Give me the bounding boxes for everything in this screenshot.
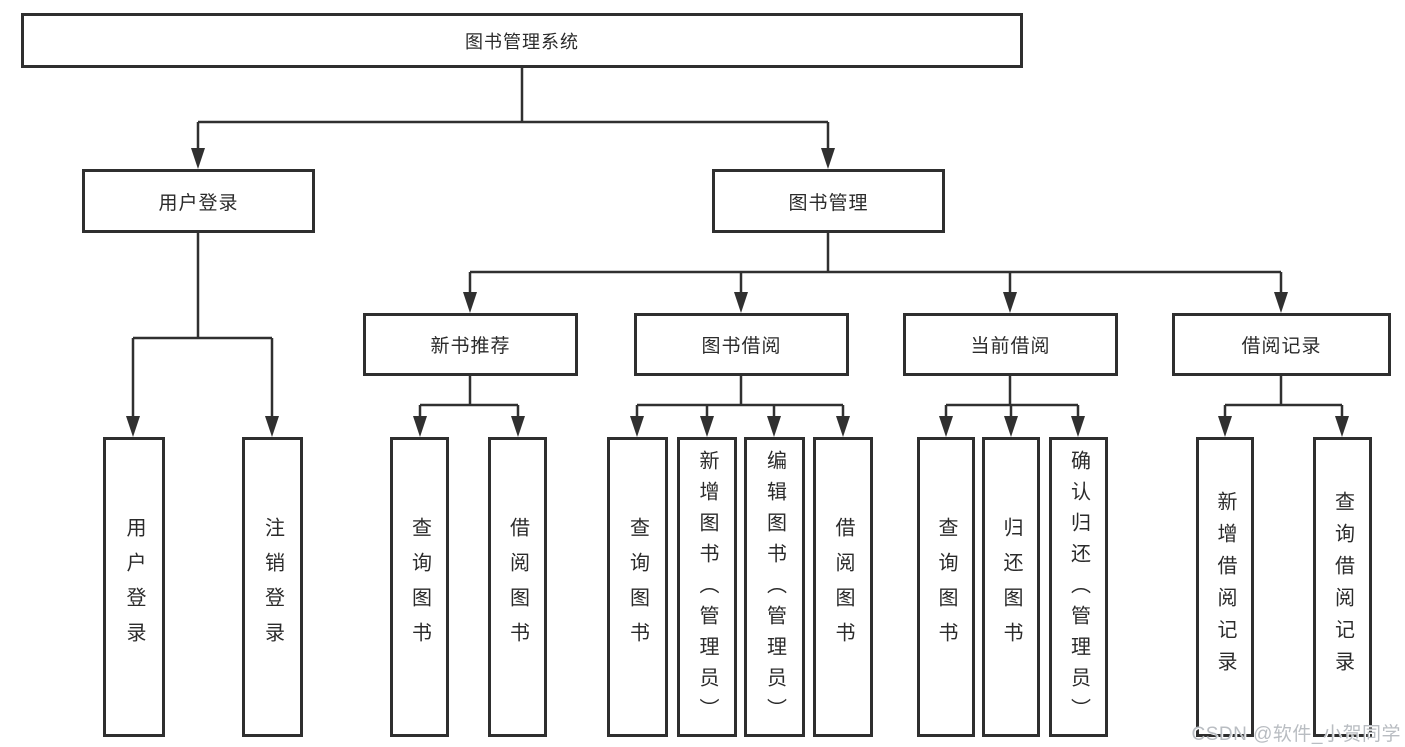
node-user-login: 用户登录	[82, 169, 315, 233]
leaf-return-books: 归还图书	[982, 437, 1040, 737]
node-borrowing-records: 借阅记录	[1172, 313, 1391, 376]
arrowheads	[126, 148, 1349, 437]
leaf-add-books-admin: 新增图书（管理员）	[677, 437, 737, 737]
node-library-management-system: 图书管理系统	[21, 13, 1023, 68]
csdn-watermark: CSDN @软件_小贺同学	[1191, 724, 1401, 745]
node-book-management: 图书管理	[712, 169, 945, 233]
leaf-edit-books-admin: 编辑图书（管理员）	[744, 437, 805, 737]
node-current-borrowing: 当前借阅	[903, 313, 1118, 376]
leaf-query-borrow-record: 查询借阅记录	[1313, 437, 1372, 737]
leaf-query-books-borrow: 查询图书	[607, 437, 668, 737]
leaf-borrow-books-recommend: 借阅图书	[488, 437, 547, 737]
node-new-book-recommendation: 新书推荐	[363, 313, 578, 376]
leaf-confirm-return-admin: 确认归还（管理员）	[1049, 437, 1108, 737]
leaf-logout-login: 注销登录	[242, 437, 303, 737]
leaf-add-borrow-record: 新增借阅记录	[1196, 437, 1254, 737]
leaf-query-books-current: 查询图书	[917, 437, 975, 737]
node-book-borrowing: 图书借阅	[634, 313, 849, 376]
leaf-user-login: 用户登录	[103, 437, 165, 737]
leaf-query-books-recommend: 查询图书	[390, 437, 449, 737]
leaf-borrow-books: 借阅图书	[813, 437, 873, 737]
